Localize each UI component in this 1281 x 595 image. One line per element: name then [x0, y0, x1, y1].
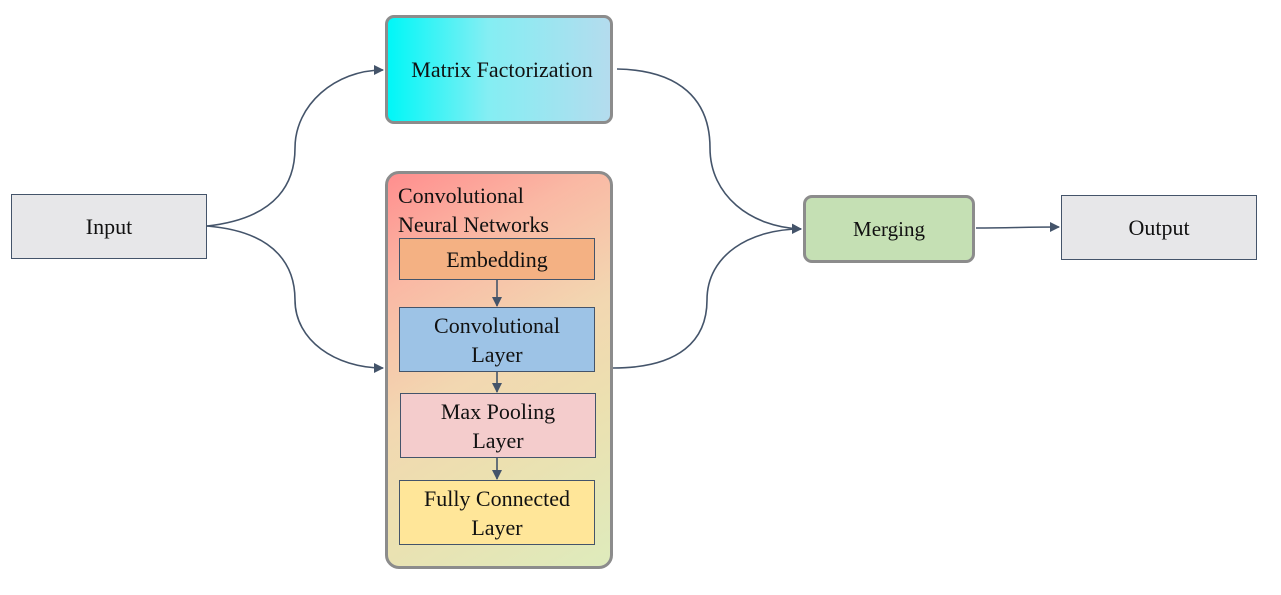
edge-cnn-to-merging [612, 224, 802, 369]
max-pooling-layer-node: Max Pooling Layer [400, 393, 596, 458]
merging-node: Merging [803, 195, 975, 263]
matrix-factorization-node: Matrix Factorization [385, 15, 613, 124]
edge-merging-to-output [975, 222, 1060, 233]
edge-input-to-cnn [206, 225, 384, 373]
convolutional-layer-node: Convolutional Layer [399, 307, 595, 372]
cnn-title: Convolutional Neural Networks [398, 183, 549, 237]
fully-connected-layer-node: Fully Connected Layer [399, 480, 595, 545]
edge-input-to-matrix-factorization [206, 65, 384, 227]
edge-matrix-factorization-to-merging [616, 68, 802, 234]
embedding-node: Embedding [399, 238, 595, 280]
input-node: Input [11, 194, 207, 259]
output-node: Output [1061, 195, 1257, 260]
